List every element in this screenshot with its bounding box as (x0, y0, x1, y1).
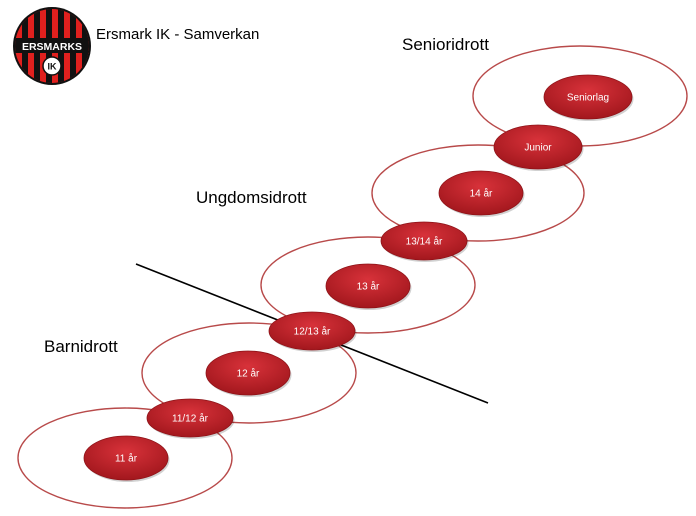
stage-ring-11 (17, 407, 233, 509)
stage-node-shape (205, 350, 291, 396)
stage-node-label: 13 år (357, 281, 380, 293)
stage-node-label: Junior (524, 143, 552, 154)
stage-node-label: 11 år (115, 453, 138, 465)
stage-node-shape (83, 435, 169, 481)
stage-node-shape (146, 398, 234, 438)
stage-node-shape (268, 311, 356, 351)
section-label-barnidrott: Barnidrott (44, 337, 118, 356)
stage-node-label: 11/12 år (172, 413, 209, 425)
page-title: Ersmark IK - Samverkan (96, 26, 260, 43)
stage-node-label: 12 år (237, 368, 260, 380)
stage-node-13-r: 13 år (325, 263, 412, 310)
svg-text:IK: IK (48, 62, 58, 72)
stage-node-label: 14 år (470, 188, 493, 200)
stage-node-11-12-r: 11/12 år (146, 398, 235, 439)
stage-ring-12 (141, 322, 357, 424)
section-label-senioridrott: Senioridrott (402, 35, 489, 54)
ersmarks-logo: ERSMARKS IK (12, 6, 92, 86)
svg-text:ERSMARKS: ERSMARKS (22, 41, 82, 53)
stage-node-label: Seniorlag (567, 93, 609, 104)
stage-node-label: 13/14 år (406, 236, 443, 248)
section-label-ungdomsidrott: Ungdomsidrott (196, 188, 307, 207)
stage-node-junior: Junior (493, 124, 584, 171)
stage-node-label: 12/13 år (294, 326, 331, 338)
stage-node-shape (493, 124, 583, 170)
stage-node-shape (543, 74, 633, 120)
stage-node-14-r: 14 år (438, 170, 525, 217)
stage-ring-13 (260, 236, 476, 334)
stage-node-13-14-r: 13/14 år (380, 221, 469, 262)
stage-node-12-r: 12 år (205, 350, 292, 397)
stage-ring-14 (371, 144, 585, 242)
stage-node-seniorlag: Seniorlag (543, 74, 634, 121)
stage-node-12-13-r: 12/13 år (268, 311, 357, 352)
stage-node-shape (325, 263, 411, 309)
stage-node-shape (380, 221, 468, 261)
stage-node-11-r: 11 år (83, 435, 170, 482)
stage-node-shape (438, 170, 524, 216)
